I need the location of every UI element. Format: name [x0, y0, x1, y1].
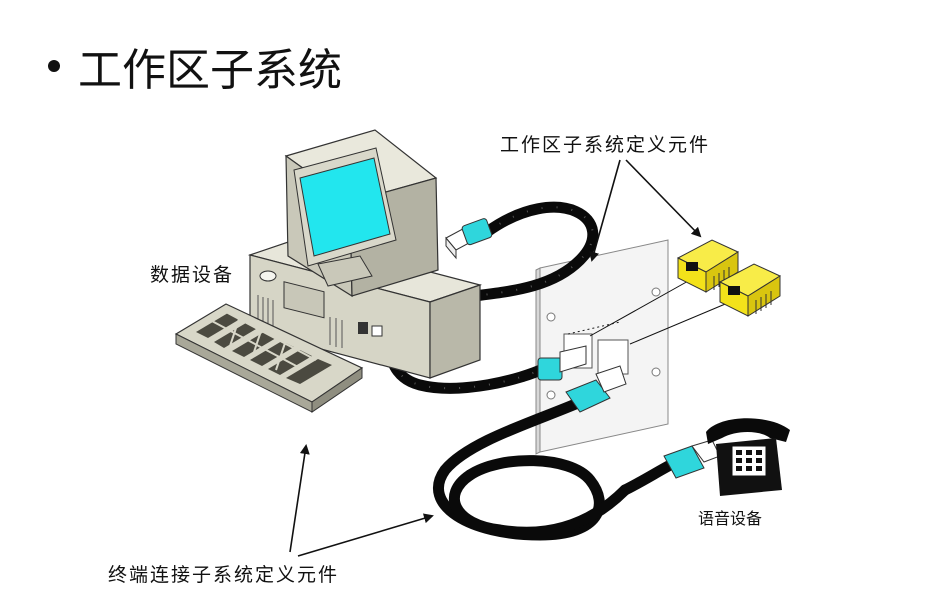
- rj45-plug-icon: [537, 345, 587, 381]
- computer-icon: [247, 129, 483, 379]
- projection-lines: [567, 279, 731, 345]
- label-work-area-components: 工作区子系统定义元件: [500, 134, 711, 156]
- monitor-screen: [299, 157, 391, 257]
- keyboard-icon: [174, 303, 364, 413]
- rj45-jack-icon: [676, 239, 740, 293]
- rj45-plug-icon: [565, 365, 627, 413]
- telephone-icon: [706, 418, 790, 496]
- rj45-jack-icon: [718, 263, 782, 317]
- slide-title: 工作区子系统: [48, 36, 342, 96]
- bullet-icon: [48, 60, 60, 72]
- rj45-plug-icon: [663, 439, 721, 479]
- slide-title-text: 工作区子系统: [78, 45, 342, 96]
- rj45-plug-icon: [445, 218, 493, 260]
- label-data-device: 数据设备: [150, 264, 235, 286]
- label-terminal-components: 终端连接子系统定义元件: [108, 564, 340, 586]
- label-voice-device: 语音设备: [698, 509, 763, 528]
- arrow-icon: [289, 159, 702, 557]
